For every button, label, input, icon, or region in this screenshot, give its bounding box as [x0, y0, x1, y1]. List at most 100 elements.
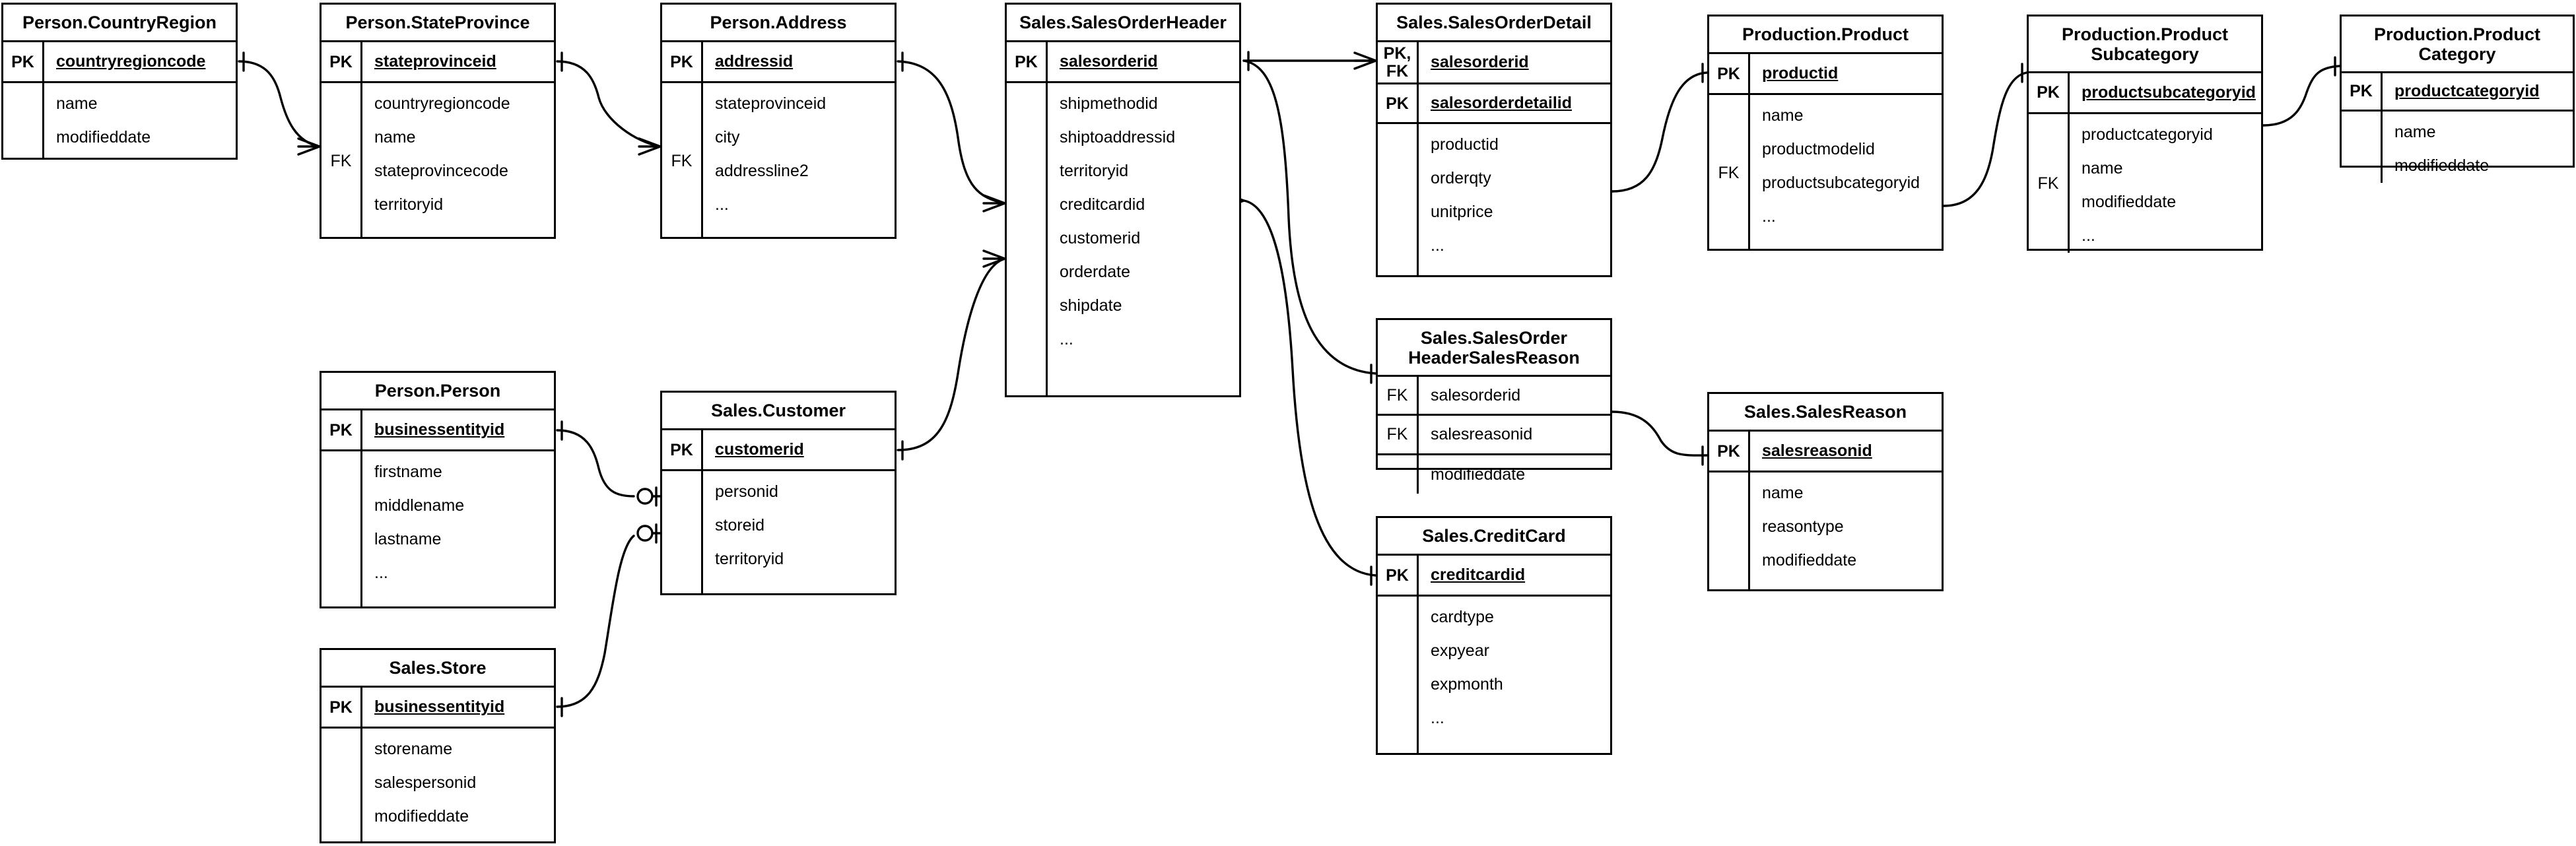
attribute-field: name	[1762, 106, 1804, 125]
attribute-field: addressline2	[715, 162, 809, 181]
key-marker: PK, FK	[1378, 42, 1419, 83]
connector-person-customer	[556, 420, 661, 507]
entity-title: Production.Product	[1709, 16, 1942, 55]
connector-stateprovince-address	[556, 51, 661, 156]
key-marker: PK	[1007, 42, 1048, 82]
attribute-fields: salesorderid	[1048, 42, 1239, 81]
key-marker	[1378, 597, 1419, 755]
entity-title: Sales.CreditCard	[1378, 518, 1610, 556]
key-marker: FK	[1709, 95, 1750, 251]
key-marker	[1378, 124, 1419, 277]
key-marker	[2342, 112, 2383, 183]
attribute-field: creditcardid	[1060, 195, 1145, 214]
key-marker: PK	[3, 42, 44, 82]
key-marker: PK	[2342, 73, 2383, 110]
key-marker: PK	[1378, 84, 1419, 123]
attribute-field: salesorderid	[1431, 385, 1521, 405]
attribute-fields: salesreasonid	[1750, 432, 1942, 471]
primary-key-field: productid	[1762, 64, 1839, 83]
primary-key-field: salesorderdetailid	[1431, 94, 1572, 113]
attribute-field: lastname	[374, 530, 442, 549]
attribute-fields: businessentityid	[362, 410, 554, 449]
attribute-group: PK salesorderdetailid	[1378, 84, 1610, 125]
entity-title: Production.Product Category	[2342, 16, 2573, 73]
attribute-fields: productcategoryid	[2383, 73, 2573, 110]
key-marker: PK	[322, 42, 362, 82]
primary-key-field: salesorderid	[1431, 53, 1529, 72]
entity-title: Person.CountryRegion	[3, 5, 236, 43]
attribute-field: shipmethodid	[1060, 94, 1158, 114]
entity-title: Person.StateProvince	[322, 5, 554, 43]
attribute-fields: salesorderid	[1419, 377, 1610, 414]
attribute-fields: productid	[1750, 54, 1942, 93]
entity-title: Sales.SalesOrder HeaderSalesReason	[1378, 320, 1610, 377]
key-marker: PK	[322, 410, 362, 450]
attribute-field: name	[56, 94, 98, 114]
primary-key-field: businessentityid	[374, 420, 505, 439]
key-marker: PK	[1378, 556, 1419, 595]
key-marker: PK	[662, 430, 703, 470]
attribute-group: FK salesorderid	[1378, 377, 1610, 416]
attribute-field: unitprice	[1431, 203, 1493, 222]
entity-title: Production.Product Subcategory	[2029, 16, 2261, 73]
attribute-field: modifieddate	[56, 128, 151, 147]
attribute-field: expyear	[1431, 641, 1489, 661]
attribute-field: modifieddate	[2082, 193, 2177, 211]
attribute-field: stateprovincecode	[374, 162, 508, 181]
primary-key-field: customerid	[715, 440, 804, 459]
attribute-field: firstname	[374, 463, 442, 482]
attribute-group: modifieddate	[1378, 455, 1610, 494]
entity-title: Sales.SalesOrderDetail	[1378, 5, 1610, 43]
connector-salesorderheader-salesorderdetail	[1242, 51, 1377, 71]
key-marker	[662, 471, 703, 595]
attribute-field: name	[1762, 484, 1804, 503]
primary-key-field: stateprovinceid	[374, 52, 496, 71]
key-marker: PK	[662, 42, 703, 82]
key-marker: FK	[662, 83, 703, 239]
key-marker: FK	[2029, 114, 2070, 253]
key-marker: PK	[1709, 54, 1750, 94]
key-marker: FK	[1378, 377, 1419, 414]
attribute-field: productcategoryid	[2082, 125, 2213, 144]
attribute-field: shipdate	[1060, 296, 1122, 315]
attribute-field: productid	[1431, 135, 1499, 154]
attribute-field: name	[2394, 123, 2436, 141]
key-marker: FK	[322, 83, 362, 239]
attribute-field: name	[374, 128, 416, 147]
attribute-fields: modifieddate	[1419, 455, 1610, 494]
connector-customer-salesorderheader	[897, 249, 1006, 461]
attribute-fields: productsubcategoryid	[2070, 73, 2261, 112]
